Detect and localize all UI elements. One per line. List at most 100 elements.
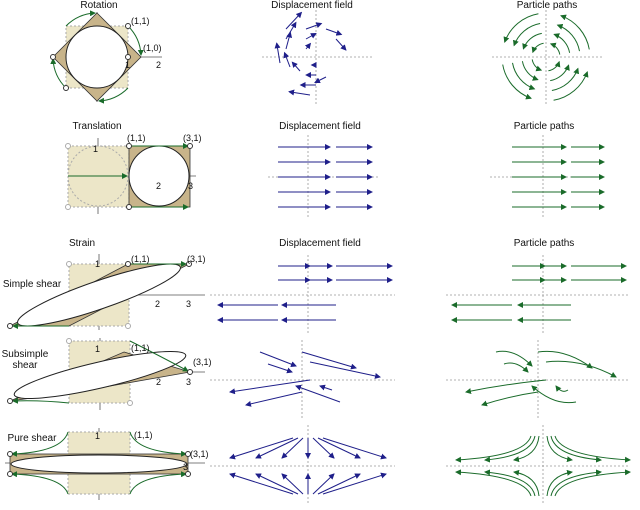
point-marker <box>50 54 56 60</box>
point-marker <box>125 323 131 329</box>
displacement-arrow <box>285 31 293 50</box>
particle-path <box>531 59 543 72</box>
point-label: (1,0) <box>143 43 162 53</box>
displacement-arrow <box>267 363 293 374</box>
unit-circle <box>65 25 129 89</box>
displacement-arrow <box>304 42 312 50</box>
strain-ellipse <box>10 454 188 474</box>
displacement-arrow <box>319 384 333 391</box>
particle-path <box>503 13 539 43</box>
pure-shear-label: Pure shear <box>7 433 57 444</box>
pure-shear-panel: (1,1) (3,1) 1 3 <box>5 428 209 500</box>
particle-path <box>555 385 569 392</box>
particle-path <box>503 362 529 373</box>
displacement-arrow <box>285 11 303 30</box>
subsimple-shear-line2: shear <box>12 360 38 371</box>
paths-header-translation: Particle paths <box>513 121 575 132</box>
tick-label: 3 <box>186 299 191 309</box>
particle-path <box>550 469 602 497</box>
point-label: (3,1) <box>190 449 209 459</box>
particle-path <box>553 71 589 101</box>
translation-displacement-field <box>268 135 380 218</box>
particle-path <box>455 469 532 497</box>
particle-path <box>551 67 580 91</box>
point-marker <box>126 204 132 210</box>
displacement-arrow <box>305 33 317 40</box>
tick-label: 3 <box>186 377 191 387</box>
displacement-arrow <box>281 437 304 459</box>
particle-path <box>549 42 561 55</box>
particle-path <box>513 435 540 463</box>
point-marker <box>7 323 13 329</box>
tick-label: 1 <box>125 60 130 70</box>
tick-label: 2 <box>155 299 160 309</box>
translation-particle-paths <box>490 135 605 218</box>
strain-title: Strain <box>68 238 96 249</box>
translation-title: Translation <box>72 121 122 132</box>
displacement-arrow <box>312 437 335 459</box>
displacement-arrow <box>245 391 303 407</box>
rotation-arc-2 <box>65 10 96 27</box>
displacement-arrow <box>255 473 299 495</box>
point-marker <box>127 400 133 406</box>
displacement-header-translation: Displacement field <box>279 121 361 132</box>
displacement-arrow <box>322 437 387 460</box>
point-marker <box>7 398 13 404</box>
paths-header-strain: Particle paths <box>513 238 575 249</box>
shear-arrow <box>11 431 69 457</box>
point-label: (3,1) <box>183 133 202 143</box>
particle-path <box>512 62 536 91</box>
shear-arrow <box>129 471 187 495</box>
shear-arrow <box>129 431 187 457</box>
point-label: (1,1) <box>134 430 153 440</box>
tick-label: 1 <box>95 259 100 269</box>
particle-path <box>537 350 593 369</box>
displacement-arrow <box>301 351 357 370</box>
displacement-arrow <box>309 361 381 379</box>
point-marker <box>65 204 71 210</box>
particle-path <box>554 435 631 463</box>
displacement-arrow <box>335 38 347 51</box>
point-marker <box>187 369 193 375</box>
point-label: (3,1) <box>193 357 212 367</box>
displacement-arrow <box>229 437 294 460</box>
tick-label: 2 <box>156 181 161 191</box>
pure-shear-displacement-field <box>210 425 395 505</box>
particle-path <box>512 23 541 47</box>
displacement-arrow <box>255 437 299 459</box>
tick-label: 2 <box>156 60 161 70</box>
particle-path <box>546 469 573 497</box>
paths-header-rotation: Particle paths <box>516 0 578 11</box>
displacement-arrow <box>322 472 387 495</box>
point-label: (1,1) <box>127 133 146 143</box>
displacement-arrow <box>312 473 335 495</box>
simple-shear-displacement-field <box>210 255 395 335</box>
tick-label: 3 <box>183 462 188 472</box>
rotation-panel: (1,1) (1,0) 1 2 <box>50 10 162 104</box>
subsimple-shear-line1: Subsimple <box>1 349 49 360</box>
particle-path <box>455 435 532 463</box>
simple-shear-particle-paths <box>446 255 630 335</box>
particle-path <box>553 33 571 53</box>
point-marker <box>126 143 132 149</box>
displacement-arrow <box>229 379 311 395</box>
point-marker <box>66 261 72 267</box>
particle-path <box>521 61 539 81</box>
particle-path <box>546 435 573 463</box>
shear-arrow <box>129 340 189 372</box>
displacement-arrow <box>325 28 343 36</box>
displacement-arrow <box>259 351 297 367</box>
point-label: (1,1) <box>131 16 150 26</box>
point-marker <box>66 338 72 344</box>
shear-arrow <box>11 471 69 495</box>
particle-path <box>550 64 570 82</box>
point-label: (1,1) <box>131 343 150 353</box>
tick-label: 1 <box>95 431 100 441</box>
strain-ellipse <box>13 350 187 400</box>
subsimple-shear-label: Subsimple shear <box>0 349 50 371</box>
rotation-displacement-field <box>262 10 372 104</box>
point-marker <box>185 451 191 457</box>
tick-label: 2 <box>156 377 161 387</box>
displacement-arrow <box>229 472 294 495</box>
